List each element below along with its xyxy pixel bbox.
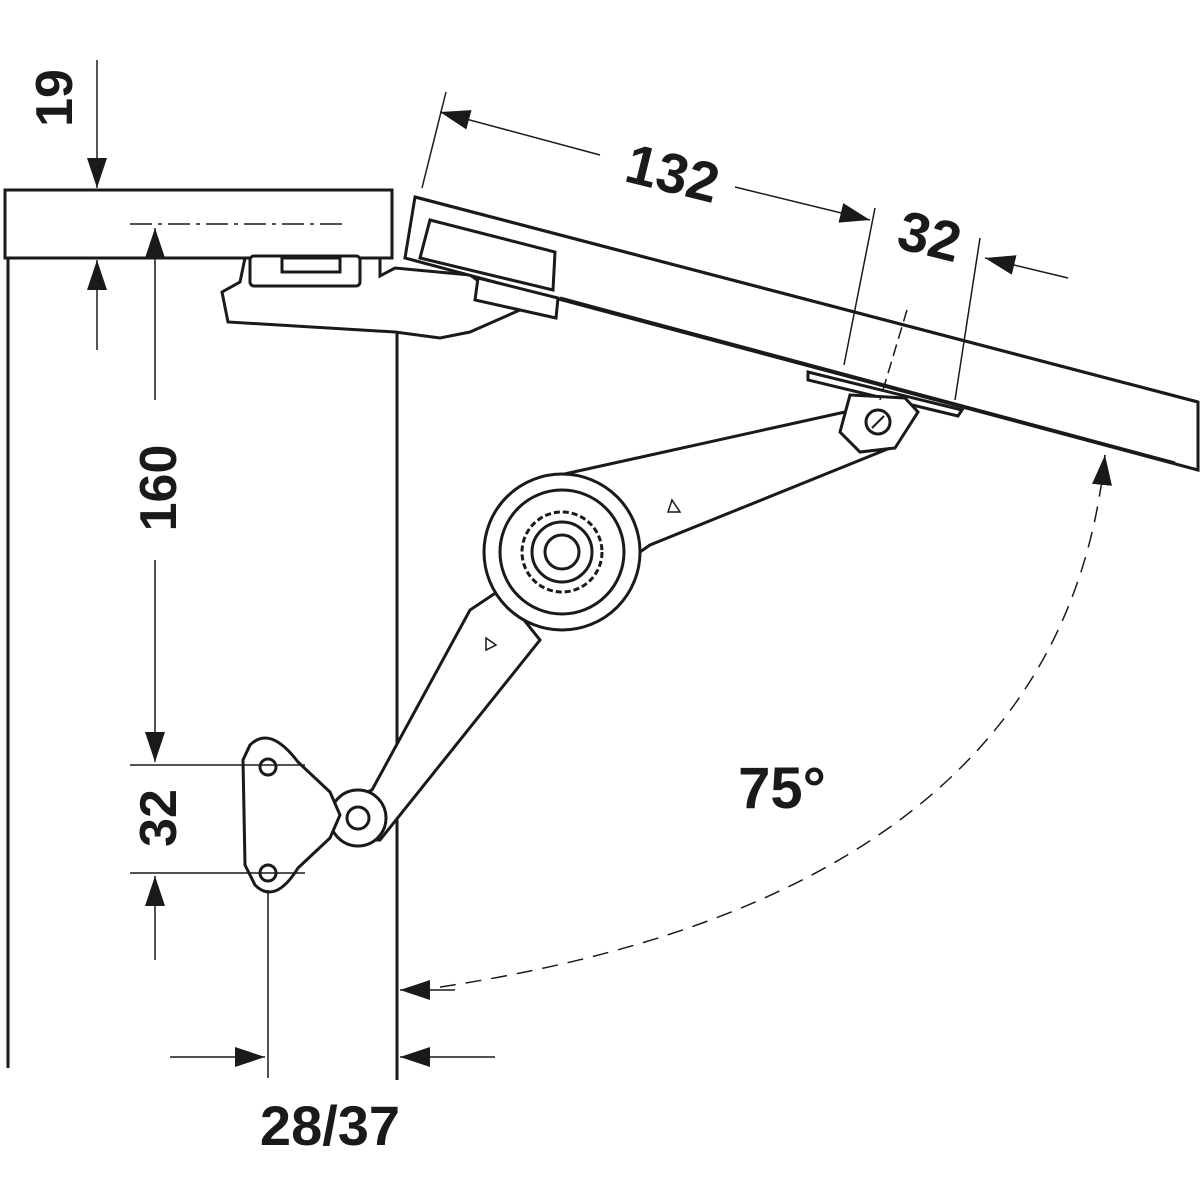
dim-panel-thickness-label: 19 [26, 69, 84, 127]
dim-hole-spacing-label: 32 [130, 789, 188, 847]
dim-vertical-height-label: 160 [130, 445, 188, 532]
cabinet-side-panel [6, 192, 399, 1080]
dim-lid-offset-label: 32 [892, 198, 968, 274]
cabinet-top-panel [3, 188, 394, 260]
dim-lid-offset: 32 [879, 198, 1069, 401]
dim-panel-thickness: 19 [26, 60, 107, 350]
lid-stay-mechanism [328, 393, 920, 848]
dim-side-offset: 28/37 [170, 890, 495, 1157]
side-mounting-plate [241, 736, 342, 894]
dim-lid-length-label: 132 [620, 131, 726, 215]
dim-vertical-height: 160 [130, 228, 188, 762]
opened-lid [403, 195, 1200, 472]
dim-hole-spacing: 32 [130, 764, 305, 960]
dim-opening-angle-label: 75° [738, 756, 826, 821]
top-mounting-bracket [220, 254, 524, 340]
dim-side-offset-label: 28/37 [260, 1094, 400, 1157]
dim-opening-angle: 75° [400, 454, 1112, 1000]
